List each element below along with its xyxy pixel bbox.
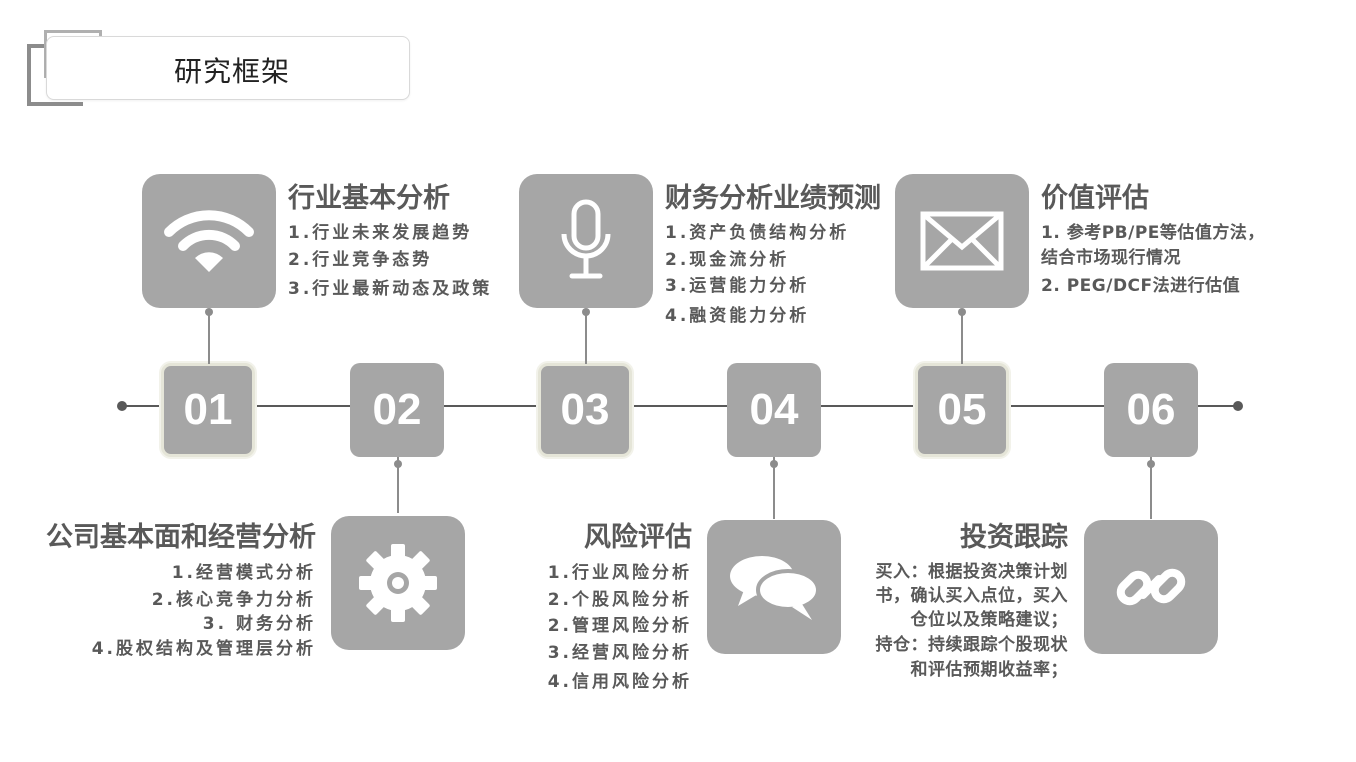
timeline-start-dot (117, 401, 127, 411)
risk-assessment-title: 风险评估 (584, 522, 692, 553)
step-number-04: 04 (727, 363, 821, 457)
industry-analysis-item: 3.行业最新动态及政策 (288, 279, 493, 299)
financial-analysis-item: 4.融资能力分析 (665, 306, 810, 326)
financial-analysis-title: 财务分析业绩预测 (665, 183, 881, 214)
timeline-end-dot (1233, 401, 1243, 411)
step-number-02: 02 (350, 363, 444, 457)
risk-assessment-item: 2.个股风险分析 (547, 590, 692, 610)
connector-dot-02 (394, 460, 402, 468)
microphone-icon (561, 199, 611, 279)
wifi-icon (164, 210, 254, 272)
step-number-01: 01 (161, 363, 255, 457)
financial-analysis-item: 1.资产负债结构分析 (665, 223, 850, 243)
investment-tracking-item: 书，确认买入点位，买入 (875, 586, 1068, 606)
industry-analysis-title: 行业基本分析 (288, 183, 450, 214)
timeline-axis (122, 405, 1238, 407)
valuation-item: 2. PEG/DCF法进行估值 (1041, 276, 1241, 296)
financial-analysis-item: 3.运营能力分析 (665, 276, 810, 296)
investment-tracking-item: 买入：根据投资决策计划 (875, 562, 1068, 582)
valuation-icon-box (895, 174, 1029, 308)
financial-analysis-icon-box (519, 174, 653, 308)
investment-tracking-item: 和评估预期收益率； (910, 660, 1068, 680)
gear-icon (359, 544, 437, 622)
investment-tracking-item: 持仓：持续跟踪个股现状 (875, 635, 1068, 655)
company-analysis-item: 3. 财务分析 (202, 614, 316, 634)
financial-analysis-item: 2.现金流分析 (665, 250, 790, 270)
connector-02 (397, 457, 399, 513)
investment-tracking-item: 仓位以及策略建议； (910, 610, 1068, 630)
investment-tracking-icon-box (1084, 520, 1218, 654)
connector-01 (208, 312, 210, 364)
risk-assessment-item: 3.经营风险分析 (547, 643, 692, 663)
industry-analysis-item: 1.行业未来发展趋势 (288, 223, 473, 243)
connector-03 (585, 312, 587, 364)
link-icon (1116, 568, 1186, 606)
page-title: 研究框架 (174, 55, 291, 88)
connector-dot-01 (205, 308, 213, 316)
connector-dot-06 (1147, 460, 1155, 468)
step-number-05: 05 (915, 363, 1009, 457)
chat-bubbles-icon (730, 556, 820, 620)
company-analysis-item: 2.核心竞争力分析 (151, 590, 316, 610)
risk-assessment-icon-box (707, 520, 841, 654)
company-analysis-item: 4.股权结构及管理层分析 (91, 639, 316, 659)
header-box (46, 36, 410, 100)
risk-assessment-item: 4.信用风险分析 (547, 672, 692, 692)
connector-dot-03 (582, 308, 590, 316)
company-analysis-item: 1.经营模式分析 (171, 563, 316, 583)
connector-dot-05 (958, 308, 966, 316)
connector-dot-04 (770, 460, 778, 468)
connector-04 (773, 457, 775, 519)
valuation-item: 1. 参考PB/PE等估值方法， (1041, 223, 1265, 243)
company-analysis-icon-box (331, 516, 465, 650)
envelope-icon (920, 211, 1004, 271)
step-number-03: 03 (538, 363, 632, 457)
connector-06 (1150, 457, 1152, 519)
valuation-item: 结合市场现行情况 (1041, 248, 1181, 268)
investment-tracking-title: 投资跟踪 (960, 522, 1068, 553)
company-analysis-title: 公司基本面和经营分析 (46, 522, 316, 553)
risk-assessment-item: 2.管理风险分析 (547, 616, 692, 636)
industry-analysis-item: 2.行业竞争态势 (288, 250, 433, 270)
step-number-06: 06 (1104, 363, 1198, 457)
industry-analysis-icon-box (142, 174, 276, 308)
valuation-title: 价值评估 (1041, 183, 1149, 214)
risk-assessment-item: 1.行业风险分析 (547, 563, 692, 583)
connector-05 (961, 312, 963, 364)
